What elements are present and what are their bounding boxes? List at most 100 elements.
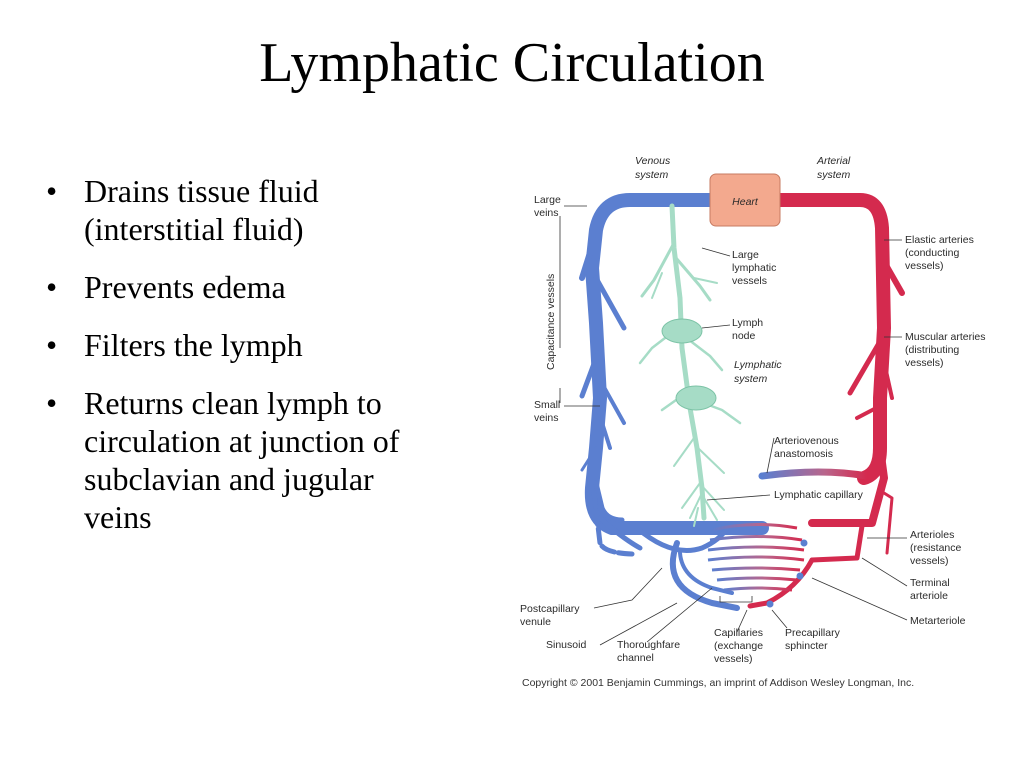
postcapillary-venule [597,515,643,551]
leader-line [646,587,713,643]
vein-branch [596,408,612,450]
lymphatic-system-label: system [734,373,768,385]
bullet-line: Drains tissue fluid [84,173,319,209]
lymphatic-capillary-label: Lymphatic capillary [774,489,864,501]
arteriole [809,523,865,563]
capillary [716,576,798,582]
small-vein [593,480,625,523]
lymph-branch [701,485,725,511]
bullet-line: veins [84,499,152,535]
bullet-line: (interstitial fluid) [84,211,304,247]
capillary [707,545,805,552]
leader-line [861,557,908,587]
lymph-branch [651,272,663,299]
bullet-line: Filters the lymph [84,327,303,363]
artery-branch [880,351,894,400]
vein-branch [598,378,626,425]
arteriovenous-anastomosis-label: anastomosis [774,448,833,460]
elastic-arteries-label: vessels) [905,260,944,272]
precapillary-sphincter-label: sphincter [785,640,828,652]
bullet-item: Filters the lymph [40,326,490,364]
copyright-notice: Copyright © 2001 Benjamin Cummings, an i… [522,677,914,689]
circulation-diagram: Heart [520,155,986,689]
leader-line [736,609,748,633]
arterial-vessels [747,193,905,609]
terminal-arteriole-label: Terminal [910,577,950,589]
bullet-line: Prevents edema [84,269,286,305]
large-lymphatic-vessel [669,203,707,521]
leader-line [599,602,678,646]
leader-line [771,609,788,629]
metarteriole-label: Metarteriole [910,615,966,627]
leader-line [593,567,663,609]
lymphatic-system-label: Lymphatic [734,359,782,371]
capillaries-bracket [719,596,753,603]
muscular-arteries-label: (distributing [905,344,959,356]
leader-line [811,577,908,621]
bullet-list: Drains tissue fluid (interstitial fluid)… [40,172,490,556]
vein-branch [579,237,597,281]
arteriole-branch [882,491,894,555]
sinusoid-vessel [669,540,740,611]
thoroughfare-channel-label: Thoroughfare [617,639,680,651]
arterioles-label: Arterioles [910,529,954,541]
large-lymphatic-vessels-label: lymphatic [732,262,776,274]
arteriovenous-anastomosis-label: Arteriovenous [774,435,839,447]
leader-line [766,437,775,474]
artery-branch [879,255,905,296]
lymphatic-vessels [638,203,742,527]
large-lymphatic-vessels-label: vessels [732,275,767,287]
precapillary-sphincter [796,572,804,580]
leader-lines [559,205,908,646]
thoroughfare-channel-label: channel [617,652,654,664]
arterioles-label: (resistance [910,542,962,554]
leader-line [706,494,771,501]
heart-label: Heart [732,196,759,208]
elastic-arteries-label: Elastic arteries [905,234,974,246]
bullet-line: circulation at junction of [84,423,400,459]
lymph-node-label: node [732,330,756,342]
diagram-labels: Venous system Arterial system Large vein… [520,155,986,689]
leader-line [701,324,731,329]
capillary [711,566,801,572]
muscular-artery-lower [808,444,888,527]
postcapillary-venule-label: venule [520,616,551,628]
artery-branch [847,335,885,396]
postcapillary-venule-label: Postcapillary [520,603,580,615]
small-veins-label: veins [534,412,559,424]
leader-line [701,247,731,257]
sinusoid-label: Sinusoid [546,639,586,651]
bullet-line: subclavian and jugular [84,461,374,497]
artery-branch [855,404,882,420]
small-vein-lower [591,490,635,557]
muscular-arteries-label: vessels) [905,357,944,369]
capillary-bed [707,522,805,592]
venous-system-label: system [635,169,669,181]
heart-box [709,173,781,227]
lymph-branch [673,437,695,467]
lymph-node [675,385,717,411]
precapillary-sphincter [800,539,808,547]
arteriovenous-anastomosis [758,468,871,480]
vein-branch [580,446,598,472]
bullet-line: Returns clean lymph to [84,385,382,421]
lymphatic-capillary [689,492,718,527]
bullet-item: Returns clean lymph to circulation at ju… [40,384,490,536]
lymph-branch [693,277,718,284]
vein-branch [579,350,601,399]
venule-loop [634,525,730,553]
bullet-item: Prevents edema [40,268,490,306]
capillary [723,586,793,592]
capillaries-label: Capillaries [714,627,763,639]
precapillary-sphincter [766,600,774,608]
lymph-branch [697,447,725,474]
large-veins-label: veins [534,207,559,219]
muscular-arteries-label: Muscular arteries [905,331,986,343]
capillary [711,522,798,532]
precapillary-sphincter-label: Precapillary [785,627,841,639]
terminal-arteriole-label: arteriole [910,590,948,602]
arterial-system-label: Arterial [816,155,851,167]
arterioles-label: vessels) [910,555,949,567]
venous-system-label: Venous [635,155,671,167]
lymph-branch [640,241,676,298]
